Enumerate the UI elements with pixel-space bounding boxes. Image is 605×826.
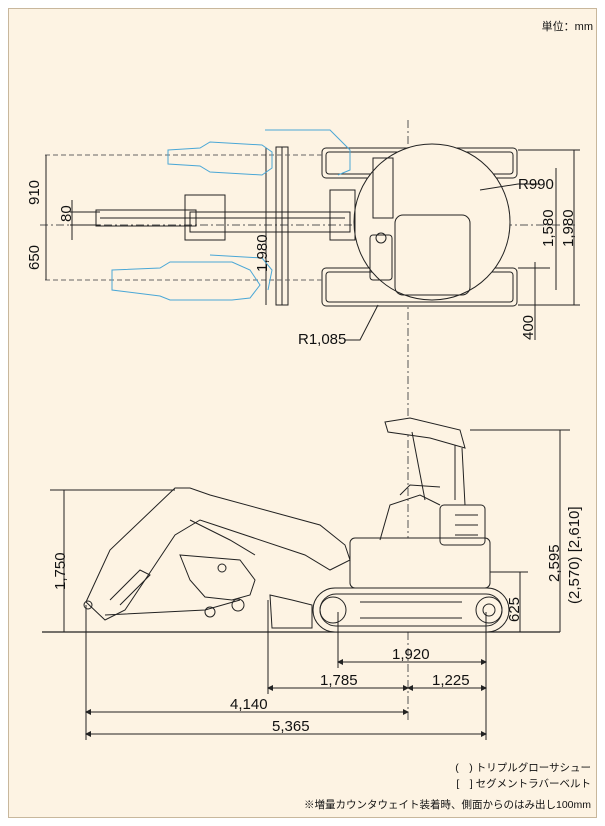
label-910: 910	[26, 179, 43, 205]
label-1225: 1,225	[432, 672, 470, 689]
label-r990: R990	[518, 176, 554, 193]
side-view	[42, 417, 570, 740]
label-400: 400	[520, 314, 537, 340]
label-5365: 5,365	[272, 718, 310, 735]
label-1580: 1,580	[540, 209, 557, 247]
top-view	[40, 120, 580, 720]
label-1785: 1,785	[320, 672, 358, 689]
note-counterweight: ※増量カウンタウェイト装着時、側面からのはみ出し100mm	[303, 799, 591, 811]
swing-outline	[111, 129, 351, 301]
label-2595: 2,595	[546, 544, 563, 582]
unit-label: 単位：mm	[541, 21, 593, 33]
label-80: 80	[58, 205, 75, 222]
label-1920: 1,920	[392, 646, 430, 663]
label-2570-2610: (2,570) [2,610]	[566, 506, 583, 604]
label-1980: 1,980	[560, 209, 577, 247]
label-650: 650	[26, 244, 43, 270]
label-r1085: R1,085	[298, 331, 347, 348]
label-1750: 1,750	[52, 552, 69, 590]
label-4140: 4,140	[230, 696, 268, 713]
drawing-frame	[8, 8, 597, 818]
label-625: 625	[506, 596, 523, 622]
note-brackets: [ ] セグメントラバーベルト	[456, 778, 591, 790]
label-1980-blade: 1,980	[254, 234, 271, 272]
note-parentheses: ( ) トリプルグローサシュー	[455, 762, 591, 774]
